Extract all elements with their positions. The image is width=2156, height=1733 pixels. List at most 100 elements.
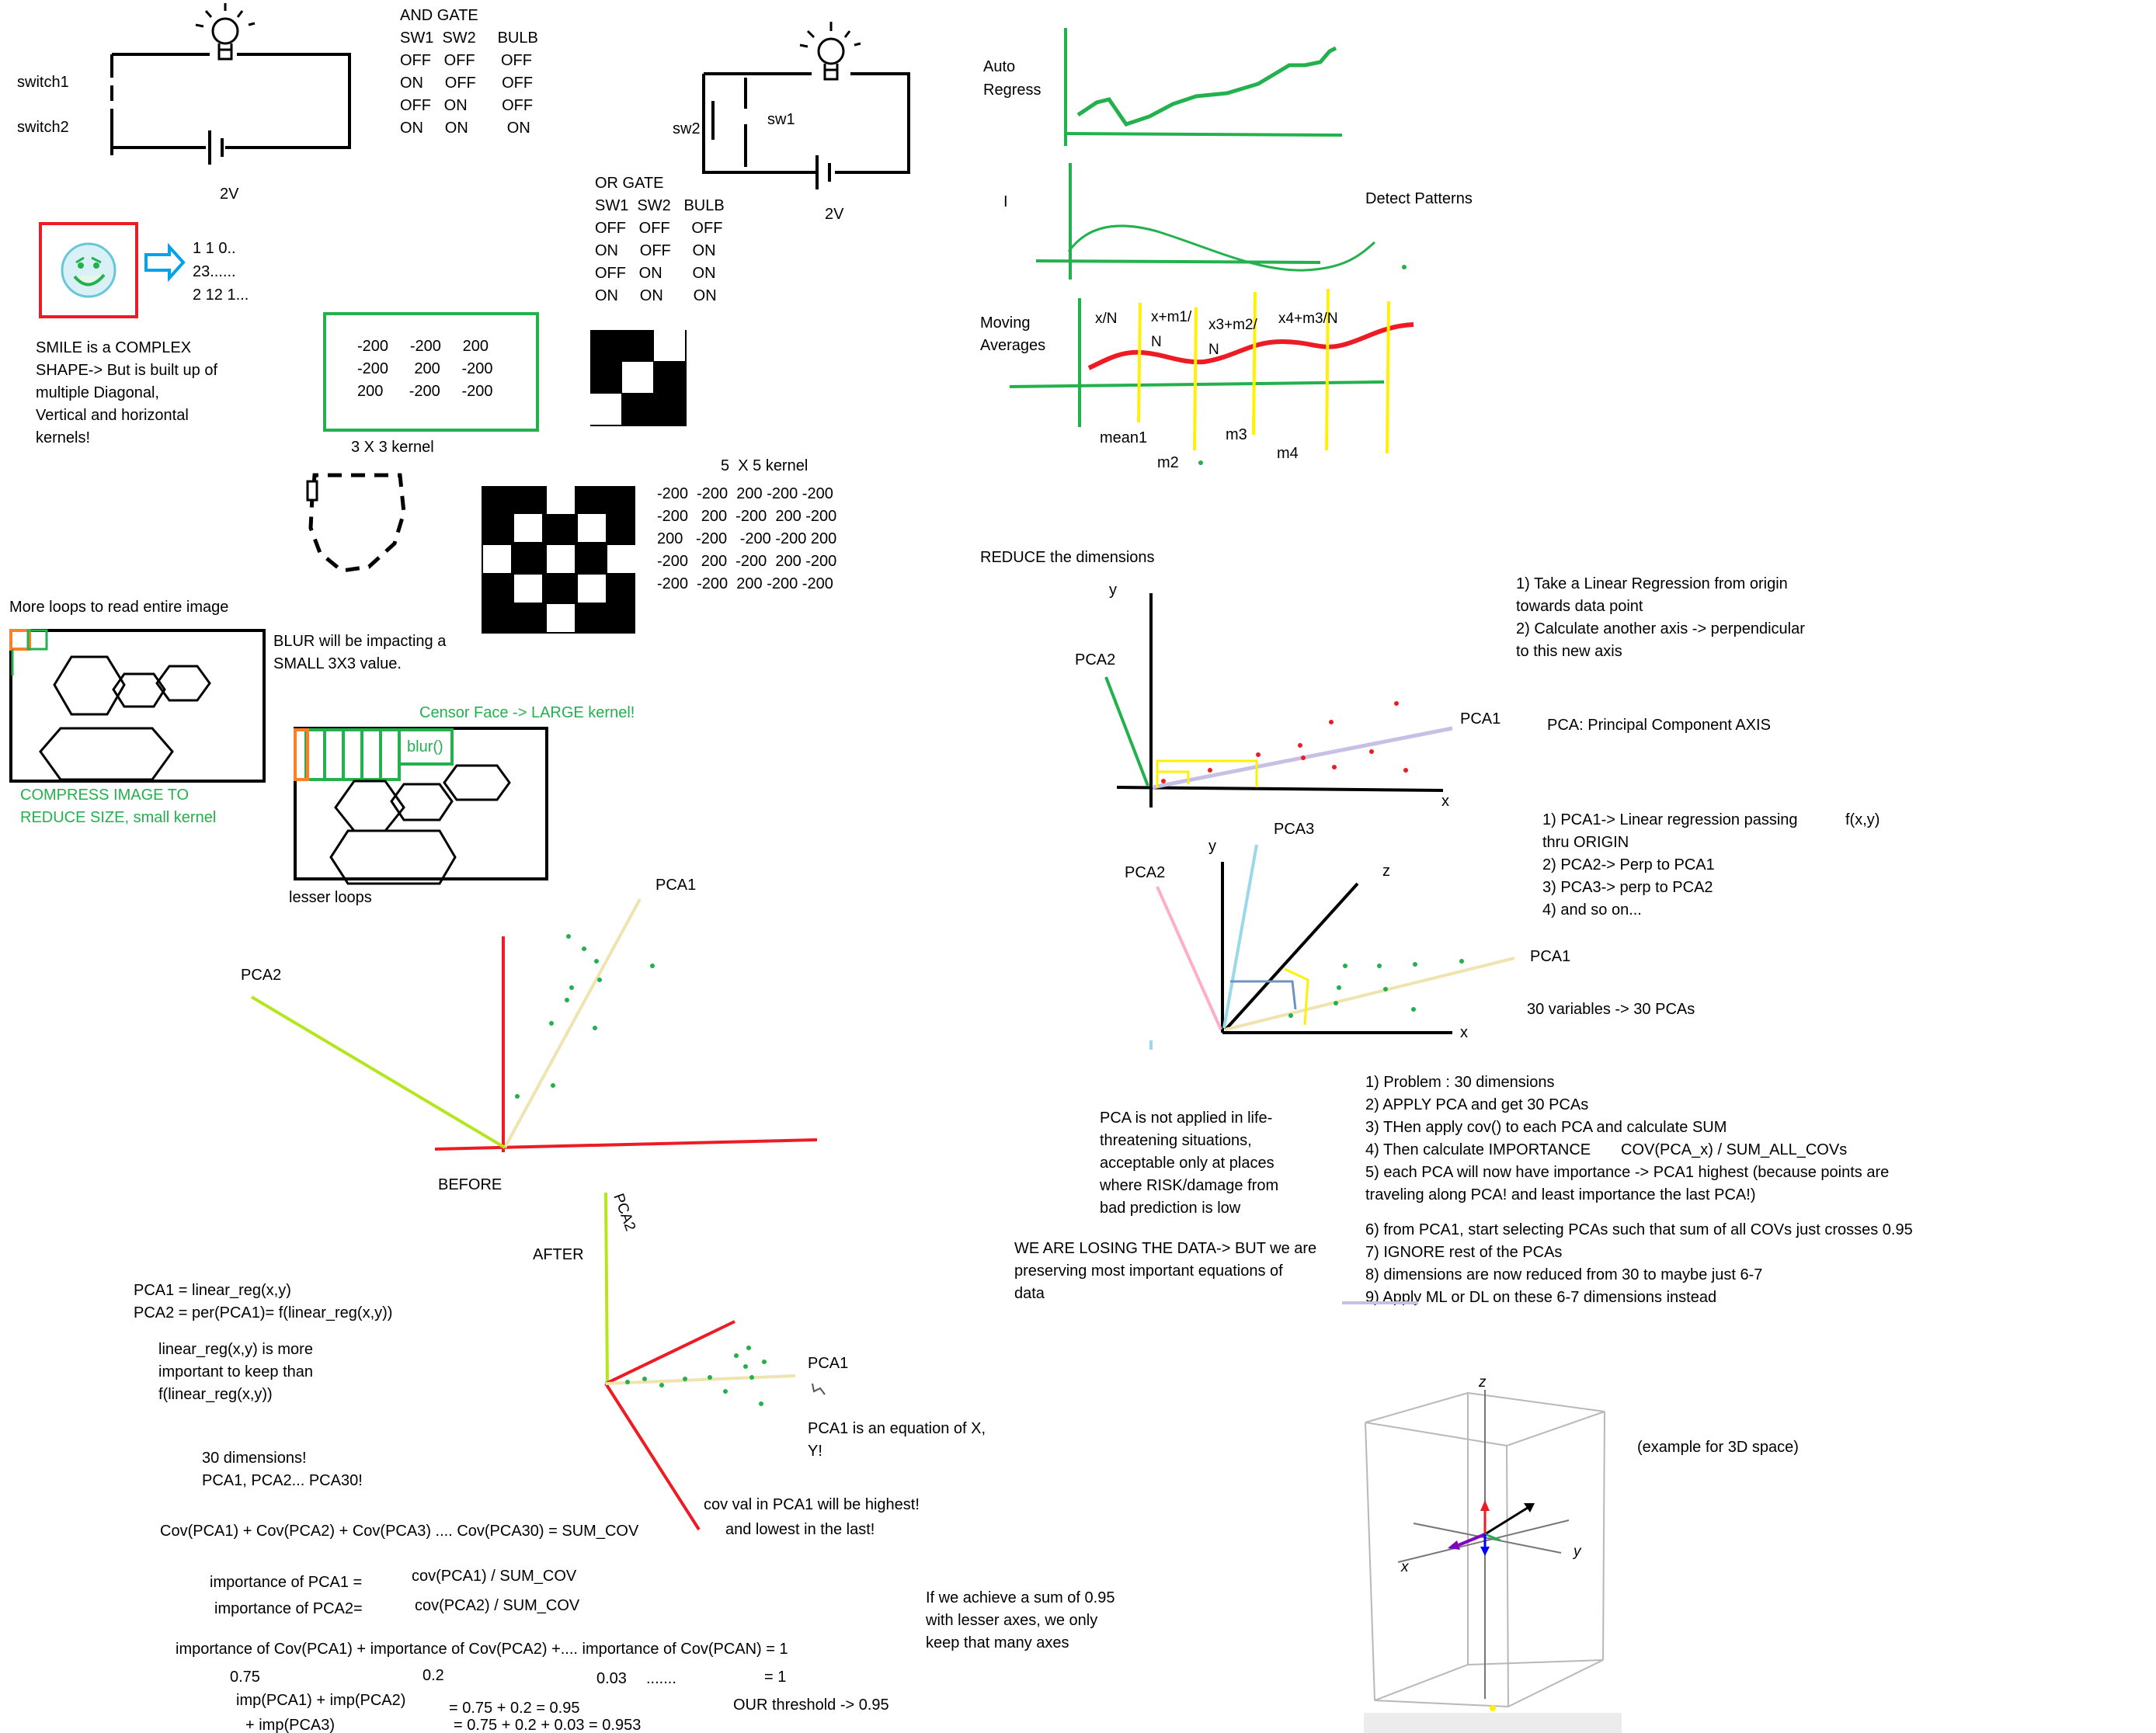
or-gate-title: OR GATE bbox=[595, 175, 664, 192]
pca3-label: PCA3 bbox=[1274, 821, 1314, 838]
blur-text-line: SMALL 3X3 value. bbox=[273, 655, 402, 672]
axis-x-label: x bbox=[1460, 1024, 1468, 1041]
and-gate-circuit: switch1 switch2 2V AND GATE SW1 SW2 BULB… bbox=[17, 3, 538, 203]
pca-notes: 1) Problem : 30 dimensions 2) APPLY PCA … bbox=[1014, 1074, 1913, 1306]
switch1-label: switch1 bbox=[17, 74, 69, 91]
steps2-line: 7) IGNORE rest of the PCAs bbox=[1365, 1244, 1562, 1261]
moving-average-label: x/N bbox=[1095, 311, 1118, 327]
pca1-label: PCA1 bbox=[1460, 710, 1501, 728]
loops-section: More loops to read entire image BLUR wil… bbox=[9, 599, 635, 906]
axis-y-label: y bbox=[1109, 582, 1117, 599]
achieve-line: If we achieve a sum of 0.95 bbox=[926, 1589, 1115, 1606]
variables-note: 30 variables -> 30 PCAs bbox=[1527, 1001, 1695, 1018]
pca-step-line: towards data point bbox=[1516, 598, 1643, 615]
achieve-line: keep that many axes bbox=[926, 1634, 1069, 1651]
auto-regress-label: Auto bbox=[983, 58, 1015, 75]
kernel-3x3-caption: 3 X 3 kernel bbox=[351, 439, 434, 456]
moving-average-label: N bbox=[1151, 334, 1162, 350]
pca3d-step-line: thru ORIGIN bbox=[1542, 834, 1629, 851]
smile-text-line: kernels! bbox=[36, 429, 90, 446]
scatter-points bbox=[1161, 701, 1408, 783]
pca1-before-label: PCA1 bbox=[655, 877, 696, 894]
before-after-section: PCA1 PCA2 BEFORE AFTER PCA2 PCA1 bbox=[241, 877, 986, 1538]
life-threatening-line: bad prediction is low bbox=[1100, 1200, 1241, 1217]
dashed-shape bbox=[308, 473, 406, 573]
steps2-line: 9) Apply ML or DL on these 6-7 dimension… bbox=[1365, 1289, 1716, 1306]
cov-val-line: and lowest in the last! bbox=[725, 1521, 875, 1538]
scatter-points bbox=[1288, 959, 1464, 1018]
pca2-before-label: PCA2 bbox=[241, 967, 281, 984]
moving-average-label: x3+m2/ bbox=[1208, 317, 1258, 333]
kernel-3x3-frame bbox=[323, 312, 539, 432]
auto-regress-label: Regress bbox=[983, 82, 1041, 99]
censor-face-text: Censor Face -> LARGE kernel! bbox=[419, 704, 635, 721]
dims-line: PCA1, PCA2... PCA30! bbox=[202, 1472, 363, 1489]
moving-average-label: x4+m3/N bbox=[1278, 311, 1338, 327]
pca3d-step-line: 4) and so on... bbox=[1542, 901, 1642, 919]
smile-text-line: Vertical and horizontal bbox=[36, 407, 189, 424]
pca1-after-label: PCA1 bbox=[808, 1355, 848, 1372]
and-gate-title: AND GATE bbox=[400, 7, 478, 24]
steps2-line: 6) from PCA1, start selecting PCAs such … bbox=[1365, 1221, 1913, 1238]
keep-line: f(linear_reg(x,y)) bbox=[158, 1386, 273, 1403]
kernel-5x5-row: -200 200 -200 200 -200 bbox=[657, 508, 836, 525]
life-threatening-line: threatening situations, bbox=[1100, 1132, 1252, 1149]
importance-pca2-label: importance of PCA2= bbox=[214, 1600, 363, 1617]
importance-value: = 1 bbox=[764, 1669, 786, 1686]
importance-pca1-value: cov(PCA1) / SUM_COV bbox=[412, 1568, 577, 1585]
arrow-right-icon bbox=[144, 242, 186, 283]
and-gate-row: OFF OFF OFF bbox=[400, 52, 532, 69]
life-threatening-line: where RISK/damage from bbox=[1099, 1177, 1278, 1194]
sum-line: = 0.75 + 0.2 + 0.03 = 0.953 bbox=[454, 1717, 641, 1733]
importance-pca1-label: importance of PCA1 = bbox=[210, 1574, 362, 1591]
kernel-3x3-row: -200 -200 200 bbox=[357, 338, 489, 355]
kernel-3x3-grid bbox=[590, 330, 687, 426]
timeseries-section: Auto Regress I Detect Patterns Moving Av… bbox=[980, 28, 1473, 471]
kernel-5x5-row: 200 -200 -200 -200 200 bbox=[657, 530, 836, 547]
kernel-3x3: -200 -200 200 -200 200 -200 200 -200 -20… bbox=[323, 312, 687, 456]
smile-number-row: 1 1 0.. bbox=[193, 240, 236, 257]
problem-line: traveling along PCA! and least importanc… bbox=[1365, 1186, 1755, 1203]
pca1-label: PCA1 bbox=[1530, 948, 1570, 965]
pca-def-line: PCA1 = linear_reg(x,y) bbox=[134, 1282, 291, 1299]
problem-line: 4) Then calculate IMPORTANCE COV(PCA_x) … bbox=[1365, 1141, 1847, 1158]
detect-patterns-label: Detect Patterns bbox=[1365, 190, 1473, 207]
problem-line: 3) THen apply cov() to each PCA and calc… bbox=[1365, 1119, 1727, 1136]
importance-sum-line: importance of Cov(PCA1) + importance of … bbox=[176, 1641, 788, 1658]
or-gate-circuit: sw1 sw2 2V OR GATE SW1 SW2 BULB OFF OFF … bbox=[595, 22, 910, 304]
sum-cov-line: Cov(PCA1) + Cov(PCA2) + Cov(PCA3) .... C… bbox=[160, 1523, 639, 1540]
pca1-equation-line: Y! bbox=[808, 1443, 822, 1460]
imp-pca-line: imp(PCA1) + imp(PCA2) bbox=[236, 1692, 405, 1709]
smile-frame bbox=[39, 222, 138, 318]
moving-averages-label: Averages bbox=[980, 337, 1045, 354]
example-3d-section: x y z (example for 3D space) bbox=[1364, 1370, 1799, 1733]
pca3d-step-line: 3) PCA3-> perp to PCA2 bbox=[1542, 879, 1713, 896]
i-label: I bbox=[1003, 193, 1008, 210]
smile-text-line: multiple Diagonal, bbox=[36, 384, 159, 401]
smiley-face-icon bbox=[61, 242, 116, 298]
pca2-label: PCA2 bbox=[1125, 864, 1165, 881]
importance-value: 0.2 bbox=[423, 1667, 444, 1684]
scatter-points bbox=[515, 934, 655, 1099]
loops-title: More loops to read entire image bbox=[9, 599, 228, 616]
imp-pca-line: + imp(PCA3) bbox=[245, 1717, 335, 1733]
and-gate-row: OFF ON OFF bbox=[400, 97, 533, 114]
or-gate-row: ON OFF ON bbox=[595, 242, 716, 259]
mean-label: mean1 bbox=[1100, 429, 1147, 446]
bulb-icon bbox=[195, 3, 256, 61]
smile-section: 1 1 0.. 23...... 2 12 1... SMILE is a CO… bbox=[36, 222, 249, 446]
life-threatening-line: acceptable only at places bbox=[1100, 1155, 1274, 1172]
example-3d-panel bbox=[1364, 1370, 1622, 1733]
mean-label: m2 bbox=[1157, 454, 1179, 471]
fxy-label: f(x,y) bbox=[1845, 811, 1880, 828]
or-gate-row: OFF OFF OFF bbox=[595, 220, 722, 237]
mean-label: m3 bbox=[1226, 426, 1247, 443]
losing-data-line: data bbox=[1014, 1285, 1045, 1302]
or-gate-header: SW1 SW2 BULB bbox=[595, 197, 725, 214]
importance-pca2-value: cov(PCA2) / SUM_COV bbox=[415, 1597, 580, 1614]
and-gate-header: SW1 SW2 BULB bbox=[400, 30, 538, 47]
before-label: BEFORE bbox=[438, 1176, 502, 1193]
life-threatening-line: PCA is not applied in life- bbox=[1100, 1110, 1272, 1127]
pca-step-line: 2) Calculate another axis -> perpendicul… bbox=[1516, 620, 1805, 637]
